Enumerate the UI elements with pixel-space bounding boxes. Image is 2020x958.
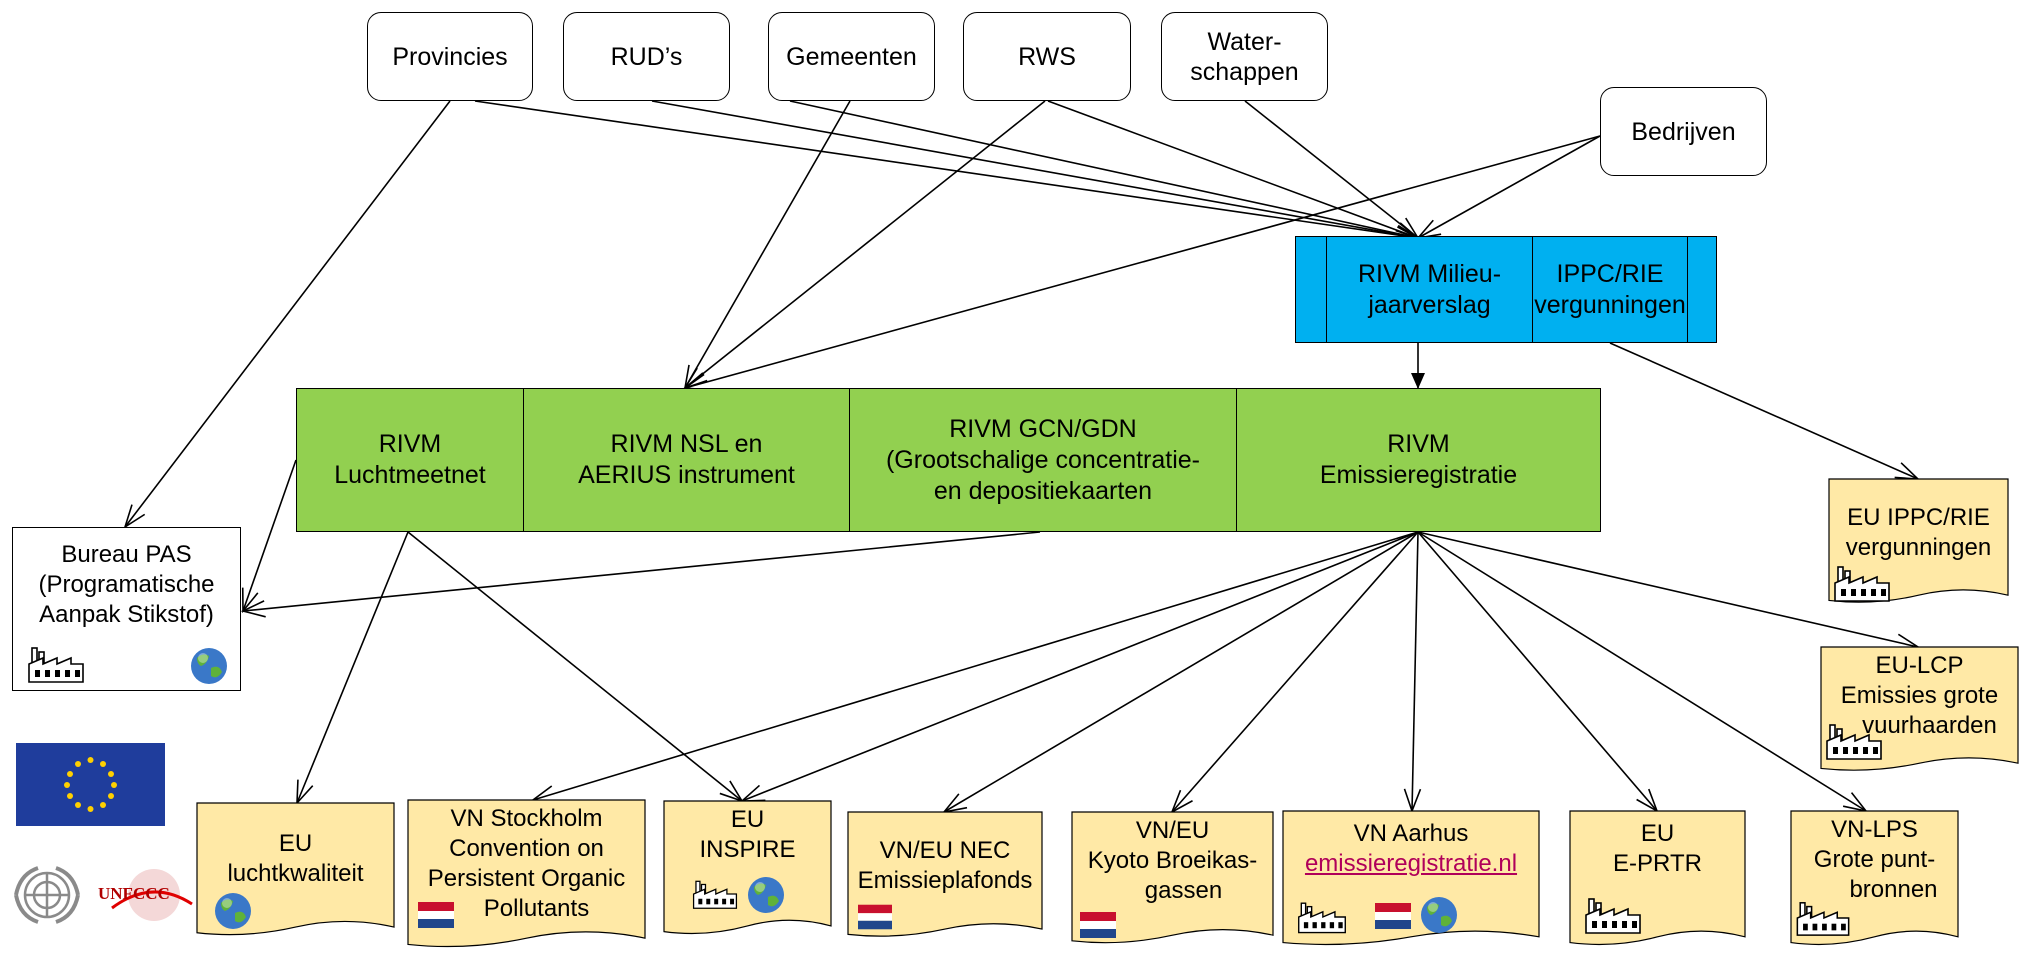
bureau-pas: Bureau PAS (Programatische Aanpak Stikst… — [12, 527, 241, 691]
source-gemeenten: Gemeenten — [768, 12, 935, 101]
netherlands-flag-icon — [858, 904, 892, 930]
rivm-milieujaarverslag: RIVM Milieu-jaarverslag — [1326, 237, 1533, 342]
rivm-gcn-gdn: RIVM GCN/GDN(Grootschalige concentratie-… — [849, 389, 1236, 531]
source-label: Provincies — [392, 42, 508, 71]
source-bedrijven: Bedrijven — [1600, 87, 1767, 176]
factory-icon — [1834, 566, 1890, 602]
source-label: RUD’s — [610, 42, 683, 71]
netherlands-flag-icon — [1080, 912, 1116, 938]
eu-flag-icon — [16, 743, 165, 826]
netherlands-flag-icon — [1375, 903, 1411, 929]
globe-icon — [748, 877, 784, 913]
factory-icon — [1796, 902, 1850, 936]
emissieregistratie-link[interactable]: emissieregistratie.nl — [1304, 850, 1518, 877]
source-label: RWS — [1018, 42, 1076, 71]
source-label: Gemeenten — [786, 42, 917, 71]
factory-icon — [28, 647, 84, 683]
source-provincies: Provincies — [367, 12, 533, 101]
globe-icon — [191, 648, 227, 684]
source-label: Bedrijven — [1631, 117, 1736, 146]
factory-icon — [1298, 902, 1346, 934]
factory-icon — [1585, 898, 1641, 934]
source-waterschappen: Water-schappen — [1161, 12, 1328, 101]
source-ruds: RUD’s — [563, 12, 730, 101]
source-label: Water-schappen — [1190, 27, 1299, 86]
netherlands-flag-icon — [418, 902, 454, 928]
globe-icon — [215, 893, 251, 929]
un-emblem-icon — [14, 866, 80, 924]
factory-icon — [1826, 724, 1882, 760]
unfccc-logo: UNFCCC — [92, 868, 198, 922]
globe-icon — [1421, 897, 1457, 933]
factory-icon — [692, 880, 738, 909]
source-rws: RWS — [963, 12, 1131, 101]
